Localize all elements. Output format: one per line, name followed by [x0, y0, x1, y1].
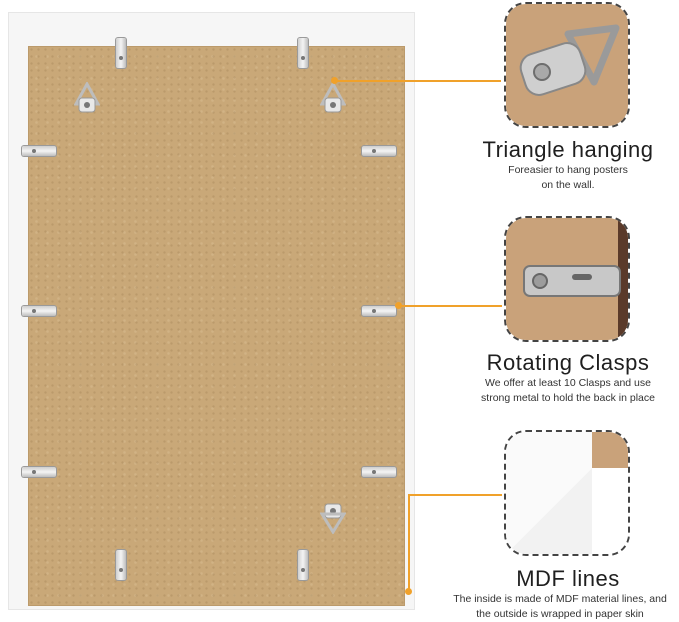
feature-desc-clasps-line1: We offer at least 10 Clasps and use [485, 377, 651, 389]
triangle-hanger-icon [320, 82, 346, 113]
clasp-right-3 [362, 467, 396, 477]
callout-dot-clasp [395, 302, 402, 309]
clasp-right-2 [362, 306, 396, 316]
rotating-clasp-closeup-icon [506, 218, 628, 340]
callout-dot-mdf [405, 588, 412, 595]
callout-line-clasp [400, 305, 502, 307]
feature-title-clasps: Rotating Clasps [486, 350, 650, 375]
frame-back [8, 12, 415, 610]
feature-desc-mdf-line1: The inside is made of MDF material lines… [453, 593, 667, 605]
callout-line-triangle [336, 80, 501, 82]
callout-dot-triangle [331, 77, 338, 84]
mdf-backboard [28, 46, 405, 606]
clasp-bottom-left [116, 550, 126, 580]
triangle-hanger-icon [320, 503, 346, 534]
mdf-lines-thumbnail [504, 430, 630, 556]
triangle-hanger-closeup-icon [506, 4, 628, 126]
feature-desc-mdf: The inside is made of MDF material lines… [420, 592, 679, 622]
feature-desc-clasps: We offer at least 10 Clasps and use stro… [438, 376, 679, 406]
clasp-top-right [298, 38, 308, 68]
feature-desc-triangle-line1: Foreasier to hang posters [508, 164, 628, 176]
feature-desc-triangle-line2: on the wall. [541, 179, 595, 191]
clasp-left-3 [22, 467, 56, 477]
clasp-left-1 [22, 146, 56, 156]
rotating-clasps-thumbnail [504, 216, 630, 342]
feature-title-triangle: Triangle hanging [482, 137, 654, 162]
triangle-hanging-thumbnail [504, 2, 630, 128]
feature-desc-mdf-line2: the outside is wrapped in paper skin [476, 608, 644, 620]
clasp-right-1 [362, 146, 396, 156]
clasp-top-left [116, 38, 126, 68]
feature-title-mdf: MDF lines [516, 566, 620, 591]
clasp-left-2 [22, 306, 56, 316]
triangle-hanger-icon [74, 82, 100, 113]
feature-desc-triangle: Foreasier to hang posters on the wall. [438, 163, 679, 193]
callout-line-mdf-vertical [408, 494, 410, 591]
mdf-corner-icon [506, 432, 628, 554]
callout-line-mdf [408, 494, 502, 496]
clasp-bottom-right [298, 550, 308, 580]
feature-desc-clasps-line2: strong metal to hold the back in place [481, 392, 655, 404]
